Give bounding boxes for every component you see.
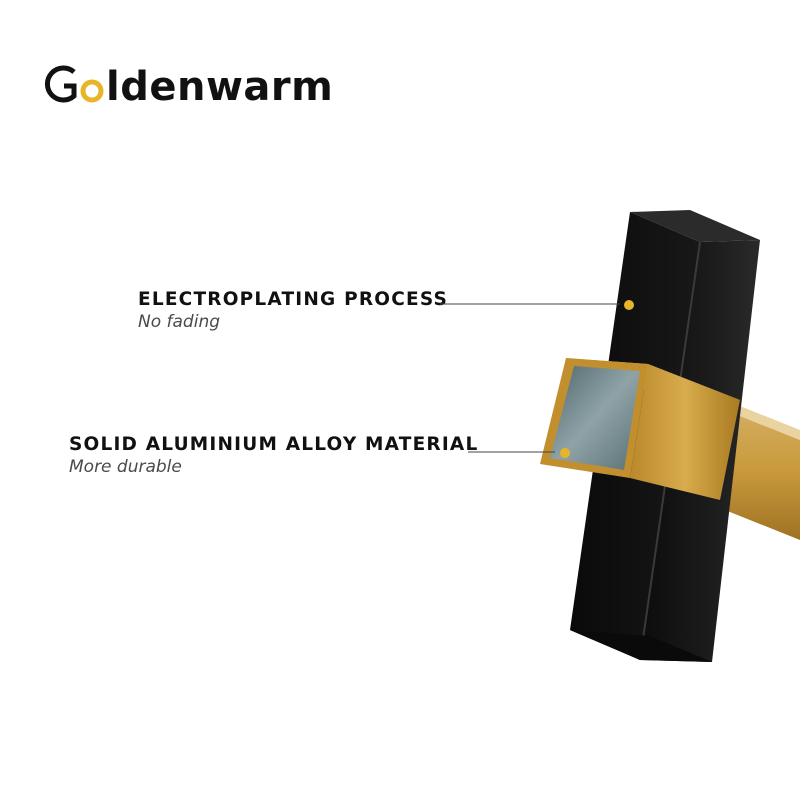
logo-gold-o xyxy=(80,79,104,103)
callout-heading: SOLID ALUMINIUM ALLOY MATERIAL xyxy=(69,434,479,455)
brand-logo: ldenwarm xyxy=(42,62,352,106)
callout-electroplating: ELECTROPLATING PROCESS No fading xyxy=(138,289,448,333)
callout-subtext: No fading xyxy=(138,312,221,332)
marker-dot-alloy xyxy=(560,448,570,458)
gold-connector xyxy=(540,358,740,500)
callout-subtext: More durable xyxy=(69,457,182,477)
marker-dot-electroplating xyxy=(624,300,634,310)
goldenwarm-logo-mark: ldenwarm xyxy=(44,64,333,106)
callout-aluminium-alloy: SOLID ALUMINIUM ALLOY MATERIAL More dura… xyxy=(69,434,478,478)
aluminium-cross-section xyxy=(550,366,640,470)
callout-heading: ELECTROPLATING PROCESS xyxy=(138,289,449,310)
svg-text:ldenwarm: ldenwarm xyxy=(106,64,333,106)
